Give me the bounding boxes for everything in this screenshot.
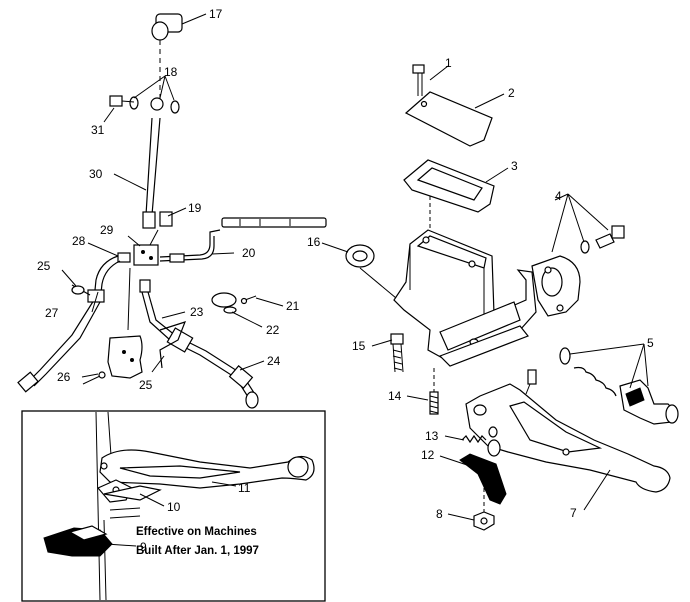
part-18-washers xyxy=(129,96,180,114)
part-16-seal xyxy=(345,244,375,268)
inset-detail: Effective on Machines Built After Jan. 1… xyxy=(21,410,326,602)
part-12-adjuster xyxy=(459,453,507,505)
part-4-clamp xyxy=(531,225,625,317)
callout-10: 10 xyxy=(167,500,181,514)
callout-9: 9 xyxy=(140,540,147,554)
part-26-bracket xyxy=(82,335,143,385)
part-15-bolt xyxy=(390,333,404,373)
master-cylinder-assembly xyxy=(345,64,679,531)
inset-note-line2: Built After Jan. 1, 1997 xyxy=(136,545,259,557)
callout-27: 27 xyxy=(45,306,59,320)
callout-12: 12 xyxy=(421,448,435,462)
part-17-banjo-fitting xyxy=(151,13,183,41)
part-5-piston-kit xyxy=(559,347,679,425)
part-21-screw xyxy=(240,295,257,305)
part-2-cover xyxy=(404,91,493,147)
callout-20: 20 xyxy=(242,246,256,260)
callout-17: 17 xyxy=(209,7,223,21)
callout-25-upper: 25 xyxy=(37,259,51,273)
part-29-junction-block xyxy=(133,244,159,266)
callout-21: 21 xyxy=(286,299,300,313)
part-pin xyxy=(525,369,537,395)
part-31-bolt xyxy=(109,95,135,107)
callout-18: 18 xyxy=(164,65,178,79)
part-3-diaphragm xyxy=(403,159,495,213)
callout-28: 28 xyxy=(72,234,86,248)
part-20-brake-line xyxy=(159,217,327,263)
inset-note-line1: Effective on Machines xyxy=(136,526,257,538)
master-cylinder-body xyxy=(359,229,537,367)
part-23-24-hose xyxy=(139,279,259,409)
callout-14: 14 xyxy=(388,389,402,403)
callout-5: 5 xyxy=(647,336,654,350)
callout-26: 26 xyxy=(57,370,71,384)
callout-19: 19 xyxy=(188,201,202,215)
callout-8: 8 xyxy=(436,507,443,521)
callout-31: 31 xyxy=(91,123,105,137)
callout-1: 1 xyxy=(445,56,452,70)
part-1-screw xyxy=(412,64,425,96)
part-28-27-hose xyxy=(17,252,131,393)
callout-23: 23 xyxy=(190,305,204,319)
callout-24: 24 xyxy=(267,354,281,368)
callout-7: 7 xyxy=(570,506,577,520)
part-30-hose xyxy=(145,117,161,216)
leader-lines xyxy=(61,13,649,547)
callout-30: 30 xyxy=(89,167,103,181)
part-13-spring xyxy=(461,434,487,444)
part-8-nut xyxy=(473,460,495,531)
part-14-screw xyxy=(429,368,439,415)
callout-3: 3 xyxy=(511,159,518,173)
part-7-brake-lever xyxy=(465,383,671,493)
callout-16: 16 xyxy=(307,235,321,249)
part-25-clamp xyxy=(71,285,85,295)
part-25-lower-clamp xyxy=(159,321,187,369)
callout-29: 29 xyxy=(100,223,114,237)
brake-line-assembly xyxy=(17,13,327,409)
callout-22: 22 xyxy=(266,323,280,337)
callout-labels: 1 2 3 4 5 7 8 9 10 11 12 13 14 15 16 17 … xyxy=(37,7,654,554)
callout-25-lower: 25 xyxy=(139,378,153,392)
callout-15: 15 xyxy=(352,339,366,353)
callout-2: 2 xyxy=(508,86,515,100)
part-22-clamp xyxy=(211,292,237,314)
callout-13: 13 xyxy=(425,429,439,443)
callout-4: 4 xyxy=(555,189,562,203)
callout-11: 11 xyxy=(238,481,251,495)
